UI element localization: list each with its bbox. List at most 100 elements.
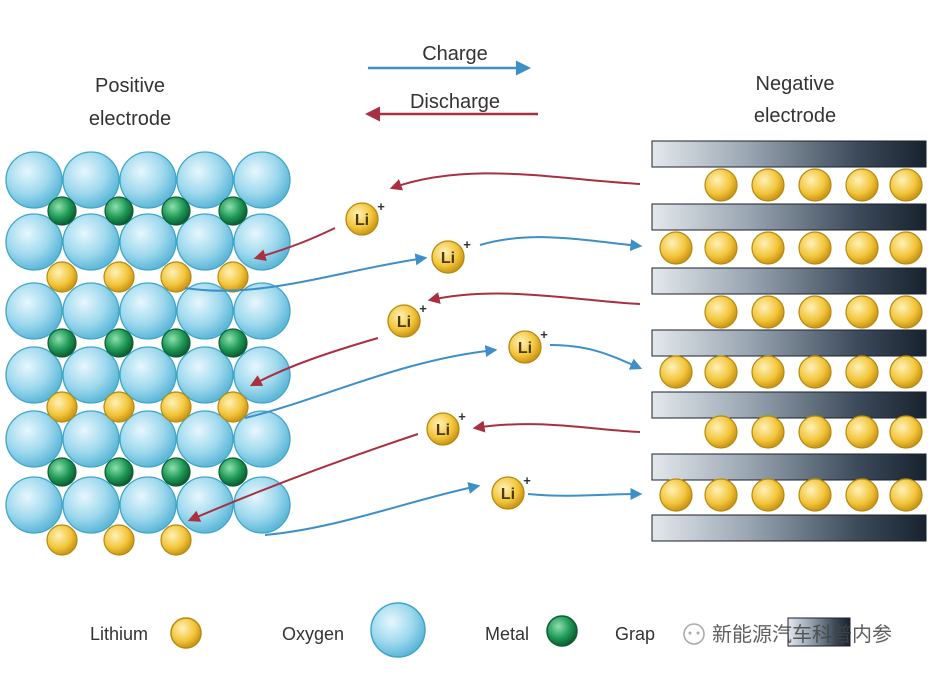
intercalated-lithium-atom [798,295,832,329]
metal-atom [161,457,191,487]
discharge-path-arrow [249,337,379,387]
lithium-atom [46,524,78,556]
intercalated-lithium-atom [704,168,738,202]
oxygen-atom [176,151,234,209]
oxygen-atom [5,476,63,534]
graphite-layer [651,203,927,231]
intercalated-lithium-atom [889,415,923,449]
oxygen-atom [62,410,120,468]
intercalated-lithium-atom [751,355,785,389]
lithium-atom [103,524,135,556]
positive-electrode-label-line1: Positive [95,75,165,97]
discharge-path-arrow [253,227,336,262]
graphite-layer [651,267,927,295]
lithium-atom [160,391,192,423]
lithium-ion: Li+ [491,473,531,510]
metal-atom [47,196,77,226]
intercalated-lithium-atom [889,478,923,512]
lithium-ion-charge: + [458,409,466,424]
intercalated-lithium-atom [845,415,879,449]
metal-atom [161,328,191,358]
metal-atom [104,457,134,487]
oxygen-atom [5,151,63,209]
legend-lithium-label: Lithium [90,624,148,644]
oxygen-atom [176,213,234,271]
intercalated-lithium-atom [751,168,785,202]
intercalated-lithium-atom [889,295,923,329]
intercalated-lithium-atom [659,478,693,512]
intercalated-lithium-atom [845,355,879,389]
negative-electrode-label-line2: electrode [754,105,836,127]
intercalated-lithium-atom [889,231,923,265]
intercalated-lithium-atom [889,355,923,389]
metal-atom [47,457,77,487]
oxygen-atom [233,282,291,340]
oxygen-atom [5,282,63,340]
intercalated-lithium-atom [845,478,879,512]
oxygen-atom [233,410,291,468]
charge-path-arrow [549,344,643,370]
watermark-chat-icon [683,623,705,645]
intercalated-lithium-atom [798,415,832,449]
charge-path-arrow [479,236,643,252]
discharge-label: Discharge [410,91,500,113]
metal-atom [104,196,134,226]
lithium-ion-symbol: Li [441,250,455,267]
lithium-ion-circle [345,202,379,236]
charge-path-arrow [244,345,498,419]
oxygen-atom [119,151,177,209]
oxygen-atom [62,282,120,340]
graphite-layer [651,514,927,542]
lithium-ion-circle [387,304,421,338]
metal-atom [47,328,77,358]
metal-atom [218,196,248,226]
lithium-ion-symbol: Li [397,314,411,331]
oxygen-atom [119,476,177,534]
intercalated-lithium-atom [798,355,832,389]
lithium-ion-charge: + [540,327,548,342]
lithium-atom [217,261,249,293]
oxygen-atom [62,213,120,271]
lithium-ion-circle [491,476,525,510]
lithium-ion-symbol: Li [436,422,450,439]
graphite-layer [651,140,927,168]
intercalated-lithium-atom [845,231,879,265]
positive-electrode-label-line2: electrode [89,108,171,130]
watermark: 新能源汽车科普内参 [683,623,892,646]
legend: Lithium Oxygen Metal Grap 新能源汽车科普内参 [90,602,892,658]
lithium-ion: Li + [387,301,427,338]
discharge-path-arrow [427,292,641,305]
intercalated-lithium-atom [751,478,785,512]
oxygen-atom [62,346,120,404]
intercalated-lithium-atom [798,168,832,202]
legend-oxygen-icon [370,602,426,658]
lithium-atom [103,391,135,423]
intercalated-lithium-atom [659,355,693,389]
lithium-ion-charge: + [419,301,427,316]
oxygen-atom [119,282,177,340]
lithium-ion-charge: + [523,473,531,488]
oxygen-atom [5,213,63,271]
metal-atom [218,457,248,487]
legend-graphite-icon [787,617,851,647]
lithium-ion-circle [431,240,465,274]
lithium-atom [46,391,78,423]
intercalated-lithium-atom [659,231,693,265]
legend-graphite-label: Grap [615,624,655,644]
lithium-atom [103,261,135,293]
oxygen-atom [5,346,63,404]
discharge-path-arrow [472,420,641,433]
lithium-ion: Li+ [345,199,385,236]
oxygen-atom [233,151,291,209]
lithium-atom [217,391,249,423]
oxygen-atom [176,282,234,340]
oxygen-atom [119,410,177,468]
graphite-layer [651,391,927,419]
intercalated-lithium-atom [845,295,879,329]
legend-oxygen-label: Oxygen [282,624,344,644]
intercalated-lithium-atom [798,231,832,265]
oxygen-atom [233,476,291,534]
lithium-ion-symbol: Li [518,340,532,357]
intercalated-lithium-atom [751,295,785,329]
